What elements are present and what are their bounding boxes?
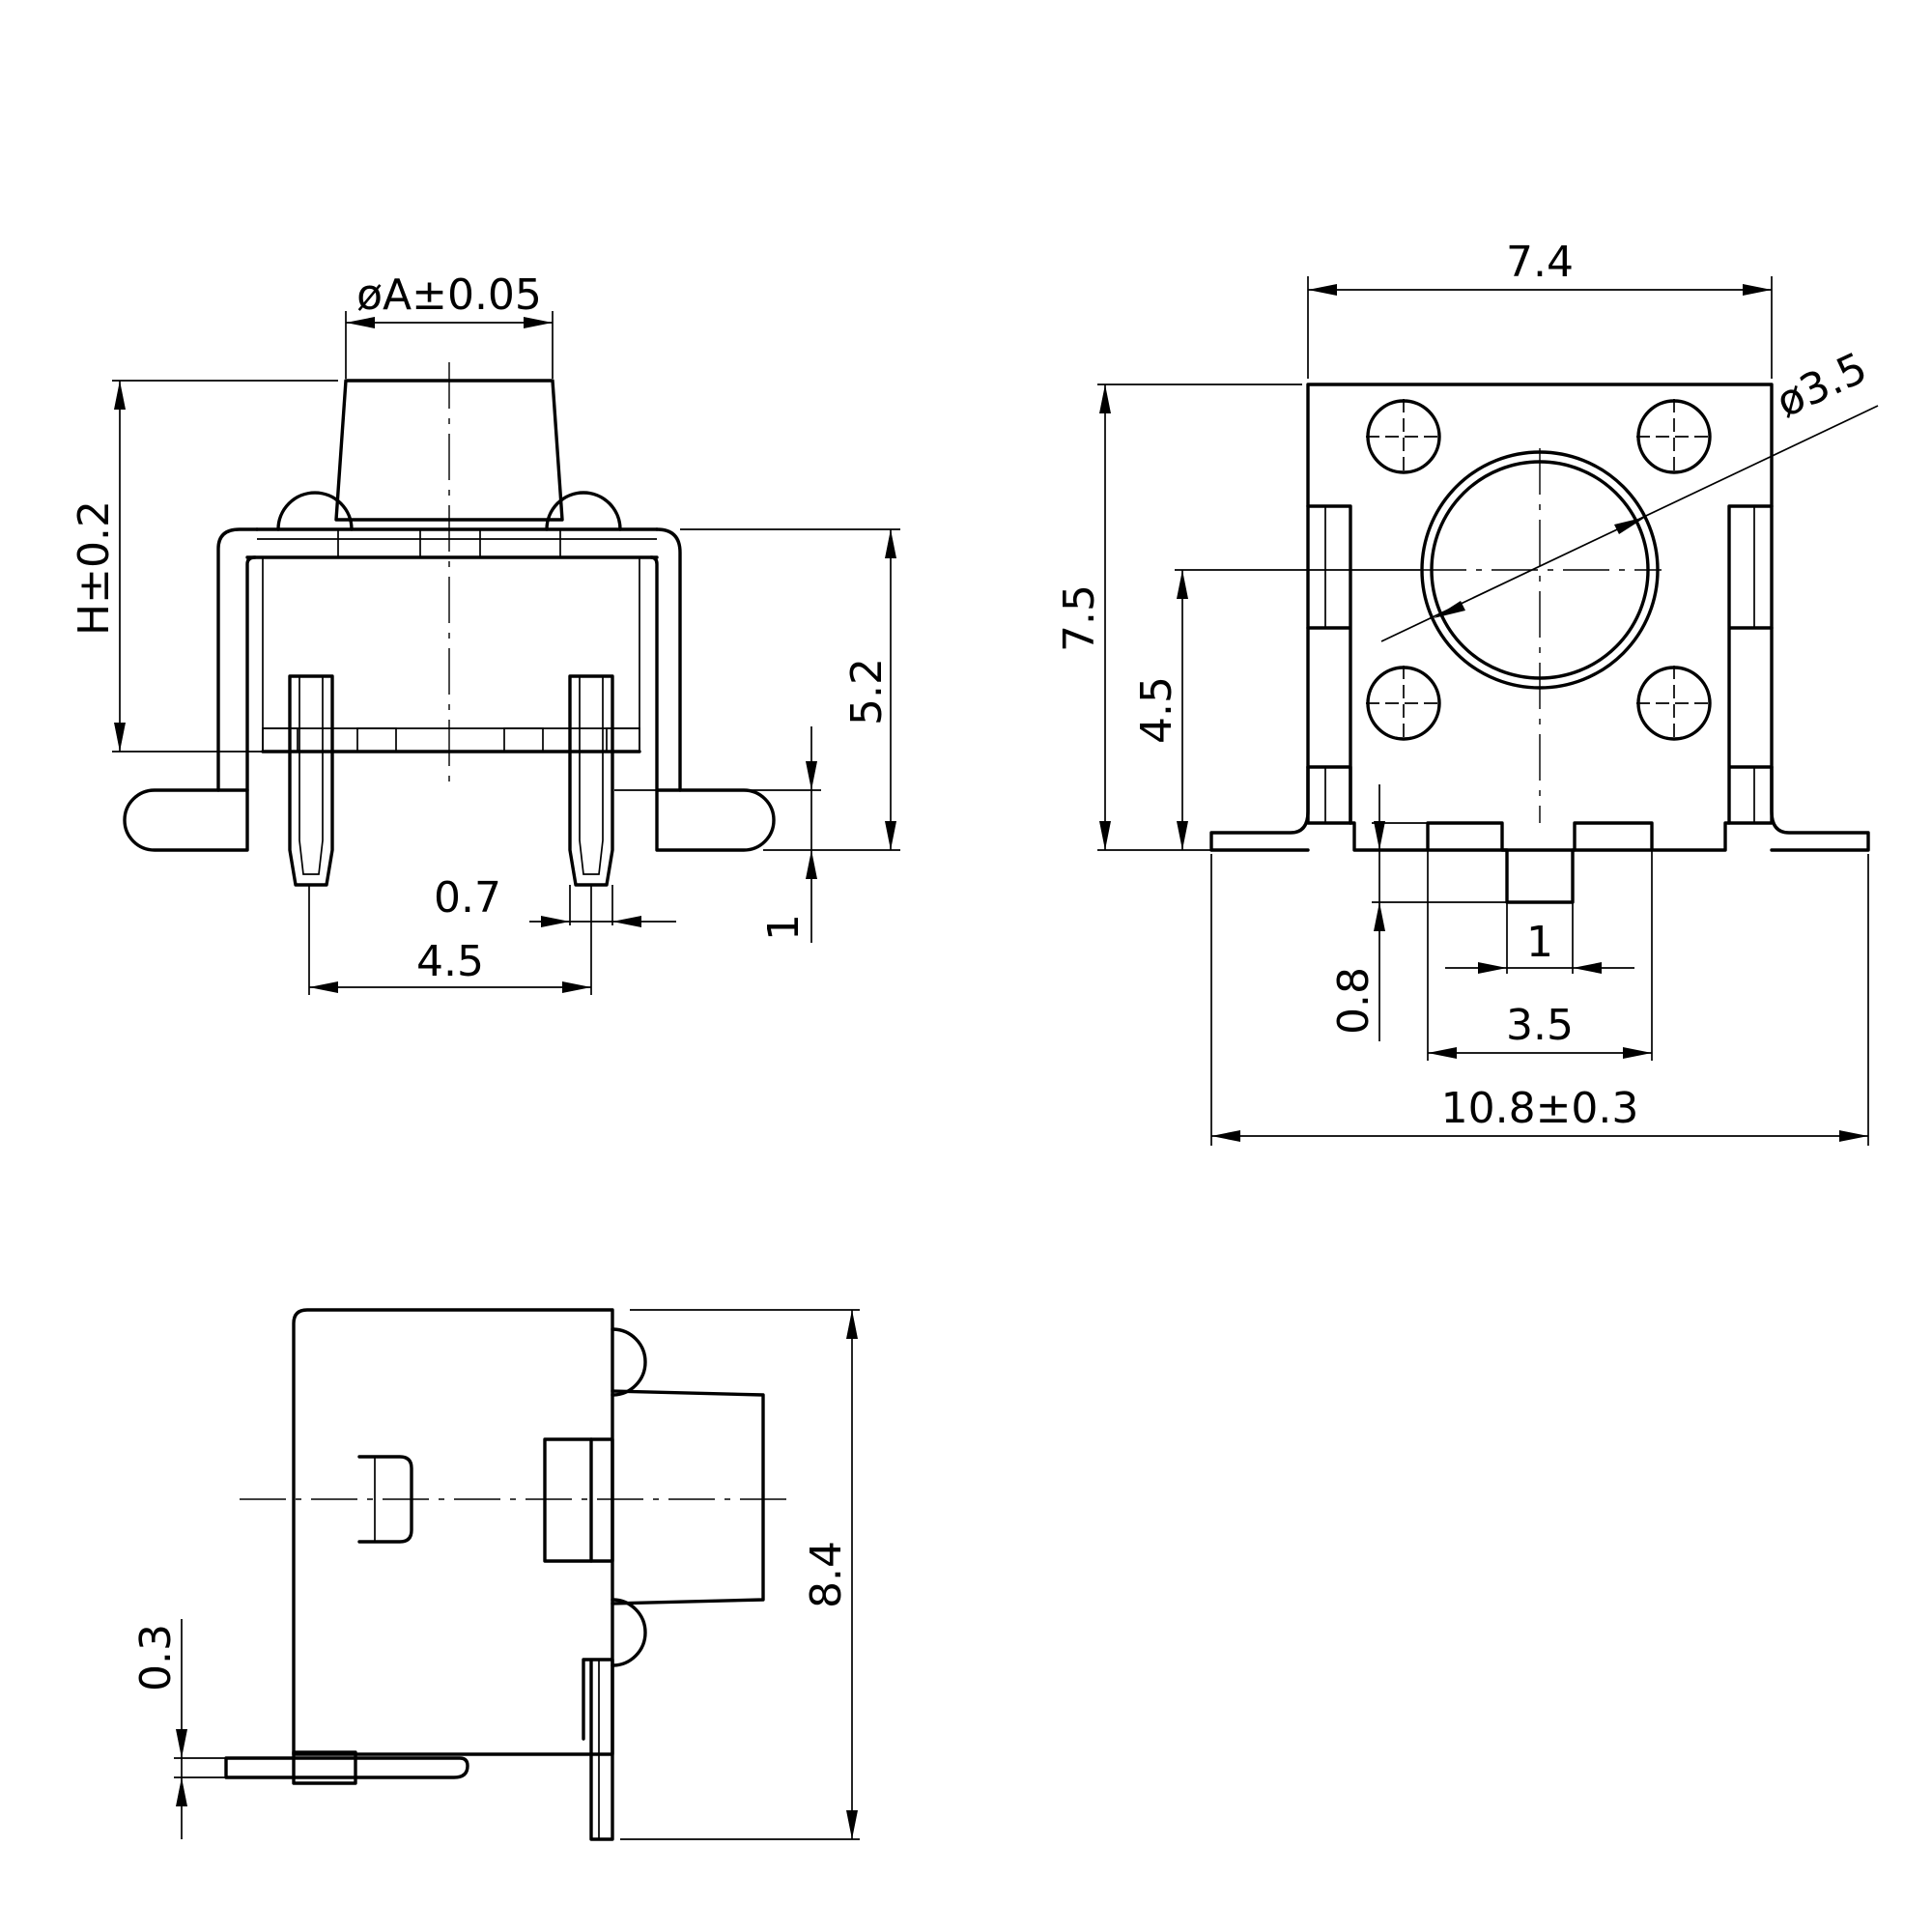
- front-pin-left: [288, 674, 334, 887]
- dim-lead-thickness: 0.3: [131, 1624, 181, 1691]
- front-stem: [334, 379, 564, 522]
- dim-overall-height: 8.4: [802, 1541, 851, 1608]
- top-bracket-left: [1306, 504, 1352, 825]
- dim-center-offset: 4.5: [1132, 676, 1181, 744]
- dim-tab-width: 1: [1526, 918, 1553, 967]
- side-lead: [224, 1756, 469, 1779]
- top-hole-bottom-right: [1636, 666, 1712, 741]
- front-frame-right-leg: [655, 527, 682, 792]
- dim-body-height: 5.2: [842, 658, 892, 725]
- side-body: [292, 1308, 614, 1756]
- dim-body-length: 7.5: [1055, 584, 1104, 652]
- dim-pin-protrusion: 1: [759, 914, 809, 941]
- side-dome-top: [611, 1327, 647, 1397]
- front-foot-right: [655, 788, 776, 852]
- front-body: [245, 555, 659, 792]
- dim-overall-width: 10.8±0.3: [1441, 1084, 1639, 1133]
- top-hole-bottom-left: [1366, 666, 1441, 741]
- front-dome-left: [276, 491, 354, 531]
- dim-tab-offset: 0.8: [1329, 967, 1378, 1035]
- side-button-block: [543, 1437, 614, 1563]
- dim-body-width: 7.4: [1506, 238, 1574, 287]
- front-view: øA±0.05 H±0.2 5.2 1 0.7 4.5: [70, 270, 900, 995]
- dim-height: H±0.2: [70, 500, 119, 636]
- side-stem: [611, 1389, 765, 1605]
- front-pin-right: [568, 674, 614, 887]
- top-hole-top-right: [1636, 399, 1712, 474]
- top-bracket-right: [1727, 504, 1774, 825]
- side-lead-clip: [292, 1750, 357, 1785]
- dim-notch-width: 3.5: [1506, 1001, 1574, 1050]
- side-terminal: [582, 1658, 614, 1841]
- dim-stem-diameter: øA±0.05: [356, 270, 542, 320]
- top-view: 7.4 ø3.5 7.5 4.5 0.8 1: [1055, 238, 1879, 1146]
- side-dome-bottom: [611, 1598, 647, 1667]
- front-dome-right: [545, 491, 622, 531]
- top-mounting-tab: [1426, 848, 1654, 904]
- side-view: 8.4 0.3: [131, 1308, 860, 1841]
- front-frame-left-leg: [216, 527, 259, 792]
- front-foot-left: [123, 788, 249, 852]
- dim-pin-width: 0.7: [434, 873, 501, 923]
- dim-pin-pitch: 4.5: [416, 937, 484, 986]
- top-hole-top-left: [1366, 399, 1441, 474]
- side-slot: [357, 1455, 413, 1544]
